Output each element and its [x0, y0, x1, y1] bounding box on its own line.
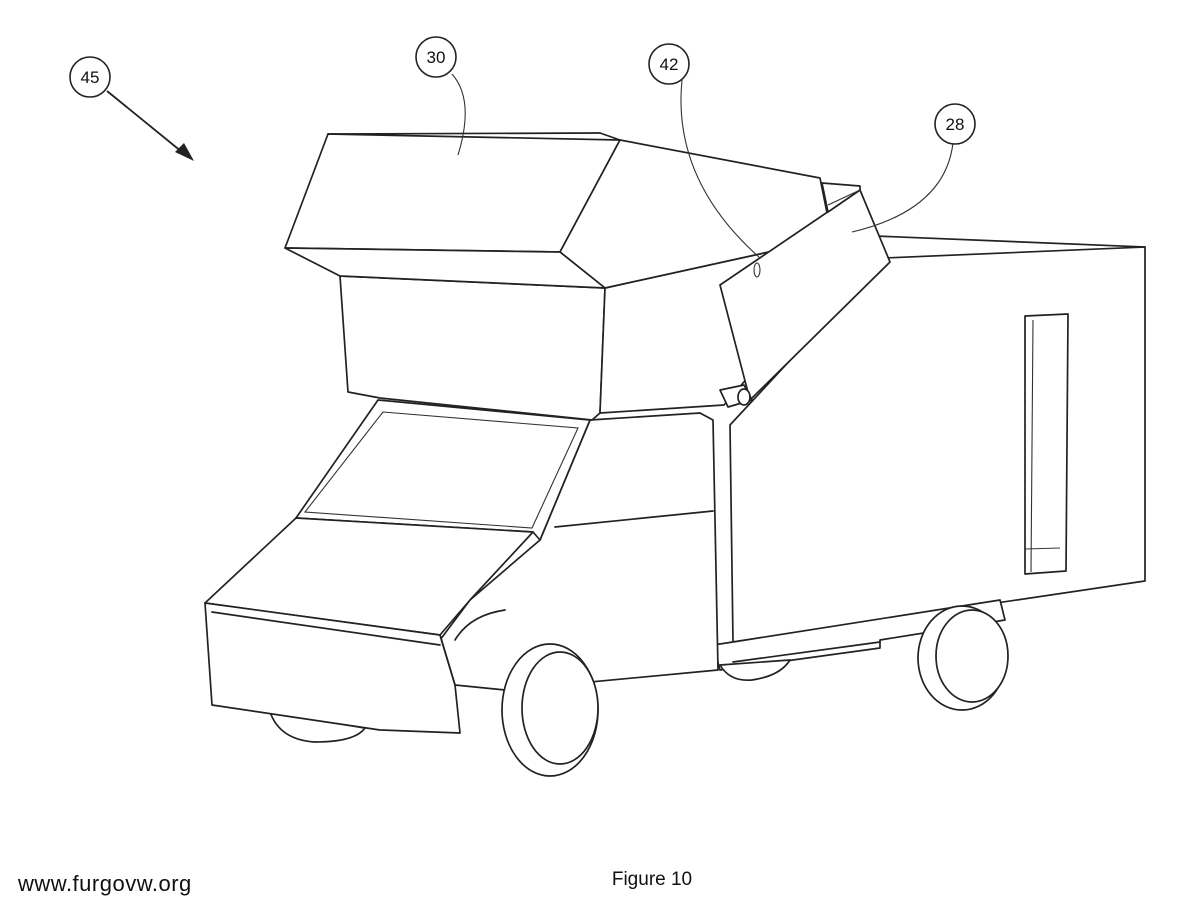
side-window — [1024, 313, 1069, 575]
leader-42 — [680, 79, 761, 259]
callout-45-label: 45 — [81, 68, 100, 87]
callout-28-label: 28 — [946, 115, 965, 134]
hinge-bracket — [719, 384, 753, 408]
callout-42-label: 42 — [660, 55, 679, 74]
callout-30-label: 30 — [427, 48, 446, 67]
hinged-panel — [719, 182, 891, 401]
callout-28: 28 — [934, 103, 976, 145]
callout-42: 42 — [648, 43, 690, 85]
watermark: www.furgovw.org — [17, 871, 192, 896]
front-left-wheel — [269, 711, 366, 743]
callout-30: 30 — [415, 36, 457, 78]
cab — [204, 399, 719, 734]
leader-28 — [851, 142, 954, 233]
front-right-wheel — [501, 643, 599, 777]
rear-left-wheel — [719, 659, 791, 682]
callout-45: 45 — [69, 56, 111, 98]
leader-30 — [451, 73, 466, 156]
figure-caption: Figure 10 — [612, 869, 692, 890]
rear-right-wheel — [917, 605, 1009, 711]
arrow-45 — [106, 90, 194, 161]
